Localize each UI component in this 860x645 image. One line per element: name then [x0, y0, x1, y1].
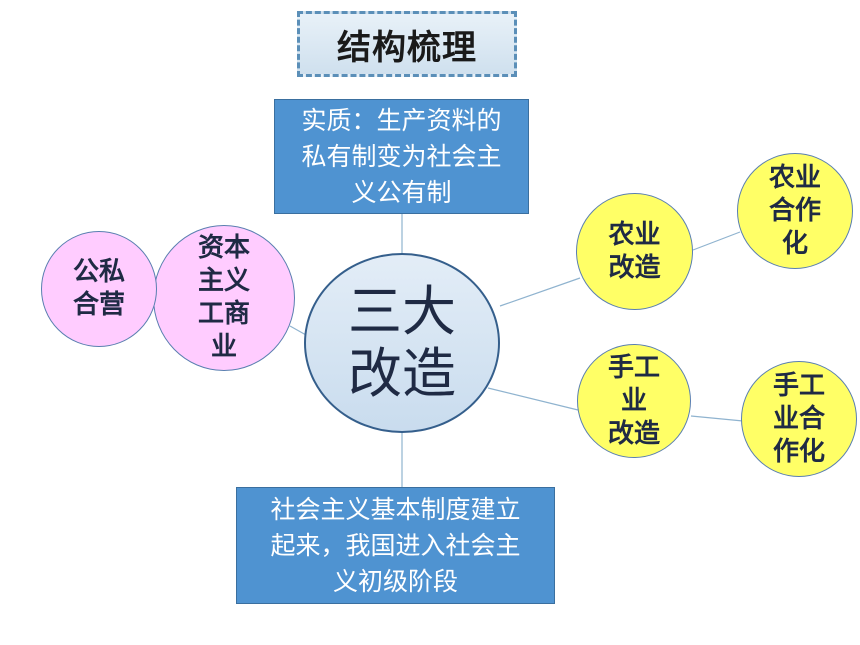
- craft-coop-node: 手工 业合 作化: [741, 361, 857, 477]
- capitalist-industry-node: 资本 主义 工商 业: [153, 225, 295, 371]
- center-text: 三大 改造: [348, 280, 456, 405]
- agri-reform-node: 农业 改造: [576, 193, 693, 310]
- line-center-craft: [487, 387, 579, 411]
- essence-text: 实质：生产资料的 私有制变为社会主 义公有制: [301, 105, 502, 207]
- line-center-agri: [499, 277, 581, 307]
- agri-coop-text: 农业 合作 化: [768, 162, 821, 259]
- joint-venture-node: 公私 合营: [41, 231, 157, 347]
- page-title: 结构梳理: [297, 11, 517, 77]
- result-box: 社会主义基本制度建立 起来，我国进入社会主 义初级阶段: [236, 487, 555, 604]
- center-node: 三大 改造: [304, 253, 500, 433]
- line-craft-coop: [690, 415, 744, 422]
- title-text: 结构梳理: [337, 27, 477, 68]
- result-text: 社会主义基本制度建立 起来，我国进入社会主 义初级阶段: [270, 494, 521, 596]
- line-center-left: [289, 325, 307, 336]
- essence-box: 实质：生产资料的 私有制变为社会主 义公有制: [274, 99, 529, 214]
- capitalist-industry-text: 资本 主义 工商 业: [197, 233, 250, 362]
- agri-coop-node: 农业 合作 化: [737, 153, 853, 269]
- craft-reform-text: 手工 业 改造: [607, 352, 660, 449]
- joint-venture-text: 公私 合营: [72, 257, 125, 320]
- agri-reform-text: 农业 改造: [608, 219, 661, 283]
- craft-reform-node: 手工 业 改造: [577, 344, 691, 458]
- craft-coop-text: 手工 业合 作化: [772, 370, 825, 467]
- line-agri-coop: [692, 231, 741, 251]
